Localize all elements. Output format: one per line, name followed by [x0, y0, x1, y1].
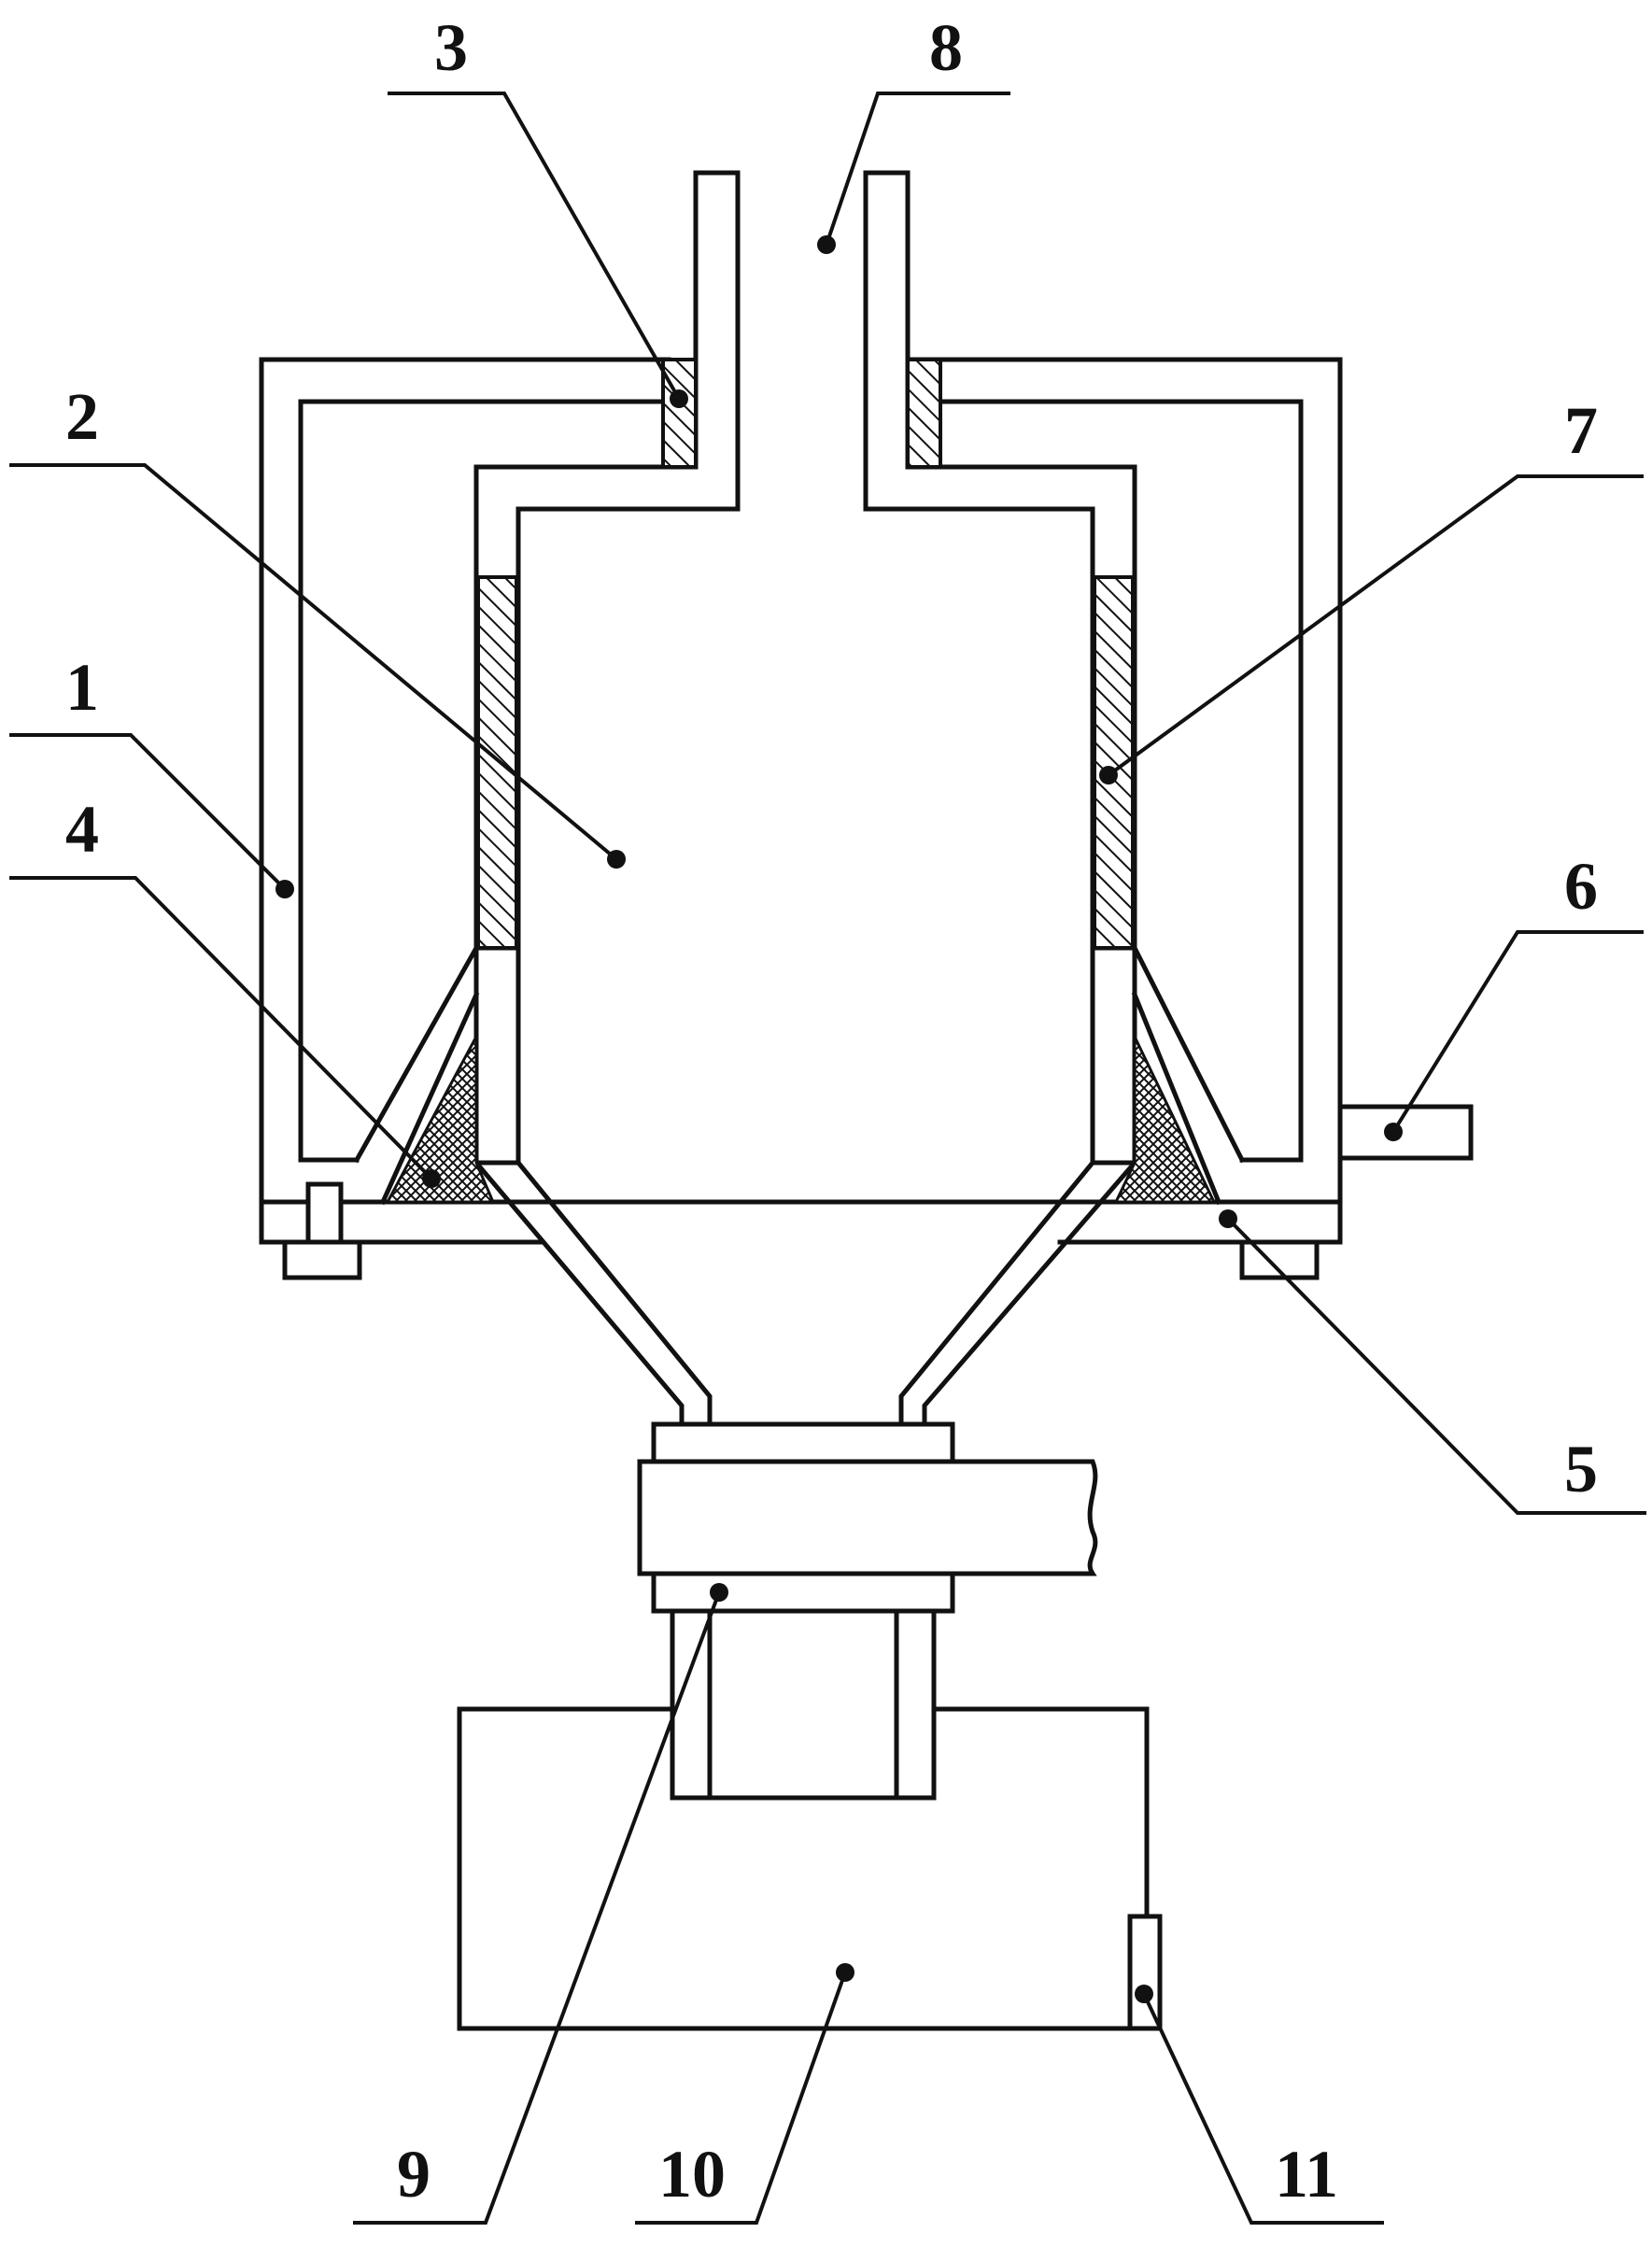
label-8: 8	[929, 10, 963, 85]
leader-lines	[9, 92, 1646, 2225]
label-6: 6	[1564, 849, 1598, 924]
label-3: 3	[434, 10, 468, 85]
label-10: 10	[658, 2137, 726, 2212]
collector-box	[457, 1706, 1161, 2031]
label-9: 9	[397, 2137, 431, 2212]
mesh-fillers	[385, 1036, 1217, 1204]
dot-9	[710, 1583, 728, 1602]
label-5: 5	[1564, 1432, 1598, 1506]
heating-jackets	[476, 575, 1135, 950]
dot-3	[670, 389, 688, 408]
dot-5	[1219, 1209, 1237, 1228]
dot-1	[275, 880, 294, 898]
label-1: 1	[65, 650, 99, 725]
dot-8	[817, 235, 836, 254]
reference-dots	[275, 235, 1403, 2003]
reference-numbers: 1 2 3 4 5 6 7 8 9 10 11	[65, 10, 1598, 2212]
dot-11	[1135, 1985, 1153, 2003]
dot-2	[607, 850, 626, 869]
dot-7	[1099, 766, 1118, 784]
level-gauge	[1127, 1914, 1163, 2031]
dot-6	[1384, 1123, 1403, 1141]
label-7: 7	[1564, 393, 1598, 468]
label-2: 2	[65, 379, 99, 454]
dot-4	[422, 1169, 441, 1188]
top-seal-rings	[661, 358, 942, 469]
flange-connector	[637, 1421, 1098, 1614]
label-4: 4	[65, 792, 99, 867]
dot-10	[836, 1963, 854, 1982]
label-11: 11	[1275, 2137, 1338, 2212]
lower-pipe	[670, 1608, 937, 1801]
left-foot	[282, 1181, 362, 1280]
